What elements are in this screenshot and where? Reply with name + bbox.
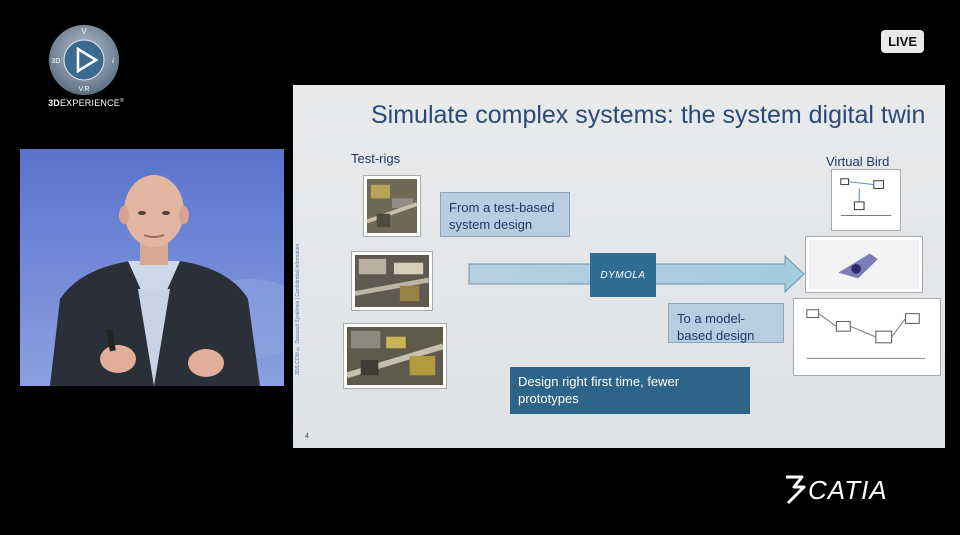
live-badge: LIVE: [881, 30, 924, 53]
slide-title: Simulate complex systems: the system dig…: [371, 101, 926, 129]
compass-right-label: i: [112, 56, 114, 65]
compass-top-label: V: [81, 27, 87, 36]
test-rig-photo-1: [363, 175, 421, 237]
virtual-bird-simulation: [805, 236, 923, 293]
presentation-slide: Simulate complex systems: the system dig…: [293, 85, 945, 448]
3dexperience-wordmark: 3DEXPERIENCE®: [46, 98, 126, 108]
speaker-video: [20, 149, 284, 386]
3dexperience-compass-icon: V 3D i V.R: [49, 25, 119, 95]
test-rigs-label: Test-rigs: [351, 151, 401, 166]
design-right-first-time-box: Design right first time, fewer prototype…: [510, 367, 750, 414]
model-based-design-box: To a model-based design: [668, 303, 784, 343]
dymola-label: DYMOLA: [600, 269, 646, 281]
slide-confidential-note: 3DS.COM © Dassault Systèmes | Confidenti…: [295, 243, 301, 375]
slide-page-number: 4: [305, 433, 309, 440]
dymola-logo: DYMOLA: [590, 253, 656, 297]
speaker-figure: [50, 175, 284, 386]
test-based-design-box: From a test-based system design: [440, 192, 570, 237]
compass-left-label: 3D: [52, 58, 61, 65]
wordmark-mark: ®: [120, 98, 124, 104]
virtual-bird-schematic-2: [793, 298, 941, 376]
catia-wordmark: CATIA: [808, 475, 888, 505]
virtual-bird-label: Virtual Bird: [826, 154, 890, 169]
catia-logo: CATIA: [786, 475, 888, 505]
test-rig-photo-3: [343, 323, 447, 389]
compass-bottom-label: V.R: [78, 86, 89, 93]
test-rig-photo-2: [351, 251, 433, 311]
wordmark-prefix: 3D: [48, 98, 60, 108]
wordmark-name: EXPERIENCE: [59, 98, 121, 108]
virtual-bird-schematic-1: [831, 169, 901, 231]
